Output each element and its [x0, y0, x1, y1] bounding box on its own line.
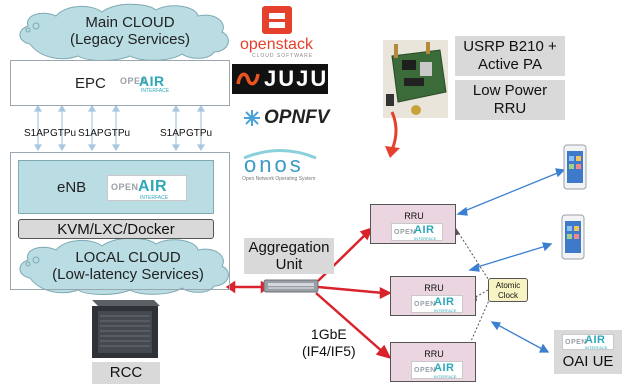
usrp-label-box: USRP B210 + Active PA: [455, 36, 565, 76]
oai-ue-label: OAI UE: [562, 353, 614, 370]
rru-label: RRU: [424, 349, 444, 359]
local-cloud-subtitle: (Low-latency Services): [52, 266, 204, 283]
rru-box-3: RRU OPEN AIR INTERFACE: [390, 342, 476, 382]
rcc-label-box: RCC: [92, 362, 160, 384]
usrp-board-image: [383, 40, 448, 118]
openstack-tagline: CLOUD SOFTWARE: [252, 53, 314, 59]
oai-interface-text: INTERFACE: [140, 195, 169, 201]
openstack-logo: openstack: [240, 36, 313, 53]
rru-box-1: RRU OPEN AIR INTERFACE: [370, 204, 456, 244]
wireless-arrows: [456, 168, 566, 353]
main-cloud-title: Main CLOUD: [85, 14, 175, 31]
link-line2: (IF4/IF5): [302, 343, 356, 359]
local-cloud-shape: [19, 237, 229, 295]
oai-air-text: AIR: [138, 178, 168, 195]
onos-tagline: Open Network Operating System: [242, 176, 316, 182]
rru-box-2: RRU OPEN AIR INTERFACE: [390, 276, 476, 316]
usrp-line1: USRP B210 +: [463, 38, 557, 55]
oai-air-text: AIR: [434, 296, 455, 308]
main-cloud-subtitle: (Legacy Services): [69, 31, 191, 48]
oai-ue-box: OPEN AIR INTERFACE OAI UE: [554, 330, 622, 374]
oai-interface-text: INTERFACE: [414, 236, 437, 241]
kvm-lxc-docker-bar: KVM/LXC/Docker: [18, 219, 214, 239]
interface-label: S1AP: [78, 128, 104, 139]
enb-oai-logo: OPEN AIR INTERFACE: [107, 175, 187, 201]
oai-interface-text: INTERFACE: [434, 374, 457, 379]
interface-label: GTPu: [50, 128, 77, 139]
low-power-rru-line2: RRU: [493, 100, 527, 117]
local-cloud: LOCAL CLOUD (Low-latency Services): [38, 249, 218, 283]
onos-logo-mark: [243, 149, 317, 160]
enb-label: eNB: [57, 179, 87, 196]
onos-logo: onos: [244, 152, 304, 177]
rru-label: RRU: [404, 211, 424, 221]
oai-air-text: AIR: [585, 334, 606, 346]
main-cloud: Main CLOUD (Legacy Services): [40, 14, 220, 48]
rcc-server-icon: [92, 300, 160, 358]
atomic-clock-box: Atomic Clock: [488, 278, 528, 302]
juju-swirl-icon: [236, 72, 260, 86]
rru-label: RRU: [424, 283, 444, 293]
s1-interface-arrows: [33, 104, 206, 152]
usrp-line2: Active PA: [478, 56, 542, 73]
interface-label: S1AP: [160, 128, 186, 139]
link-label: 1GbE (IF4/IF5): [302, 326, 356, 360]
oai-air-text: AIR: [414, 224, 435, 236]
epc-box: EPC OPEN AIR INTERFACE: [10, 60, 230, 106]
opnfv-logo: OPNFV: [264, 107, 330, 128]
interface-label: GTPu: [104, 128, 131, 139]
link-line1: 1GbE: [310, 326, 347, 342]
local-host-container: [10, 152, 230, 290]
aggregation-unit-box: Aggregation Unit: [244, 238, 334, 274]
low-power-rru-box: Low Power RRU: [455, 80, 565, 120]
oai-open-text: OPEN: [414, 367, 436, 374]
ue-phone-2-icon: [561, 214, 585, 260]
oai-open-text: OPEN: [565, 339, 587, 346]
oai-open-text: OPEN: [111, 182, 139, 192]
rru-oai-logo: OPEN AIR INTERFACE: [391, 223, 443, 241]
rru-oai-logo: OPEN AIR INTERFACE: [411, 295, 463, 313]
juju-text: JUJU: [264, 66, 329, 91]
aggregation-switch: [263, 279, 319, 293]
epc-label: EPC: [75, 75, 106, 92]
ue-phone-1-icon: [563, 144, 587, 190]
low-power-rru-line1: Low Power: [472, 82, 548, 99]
openstack-logo-mark: [262, 6, 292, 34]
oai-open-text: OPEN: [120, 76, 148, 86]
oai-interface-text: INTERFACE: [141, 88, 170, 94]
aggregation-line1: Aggregation: [248, 239, 330, 256]
rru-oai-logo: OPEN AIR INTERFACE: [411, 361, 463, 379]
main-cloud-shape: [19, 3, 229, 61]
oai-open-text: OPEN: [394, 229, 416, 236]
oai-open-text: OPEN: [414, 301, 436, 308]
oai-interface-text: INTERFACE: [434, 308, 457, 313]
epc-oai-logo: OPEN AIR INTERFACE: [117, 73, 179, 95]
oai-air-text: AIR: [139, 73, 165, 89]
deploy-arrow-icon: [390, 111, 398, 151]
juju-logo: JUJU: [232, 64, 328, 94]
interface-label: S1AP: [24, 128, 50, 139]
opnfv-logo-mark: [244, 110, 260, 126]
oai-interface-text: INTERFACE: [585, 345, 608, 350]
oai-ue-logo: OPEN AIR INTERFACE: [562, 334, 614, 350]
oai-air-text: AIR: [434, 362, 455, 374]
atomic-clock-line2: Clock: [497, 291, 518, 300]
atomic-clock-line1: Atomic: [495, 281, 521, 290]
aggregation-line2: Unit: [275, 256, 303, 273]
local-cloud-title: LOCAL CLOUD: [75, 249, 181, 266]
interface-label: GTPu: [186, 128, 213, 139]
enb-box: eNB OPEN AIR INTERFACE: [18, 160, 214, 214]
